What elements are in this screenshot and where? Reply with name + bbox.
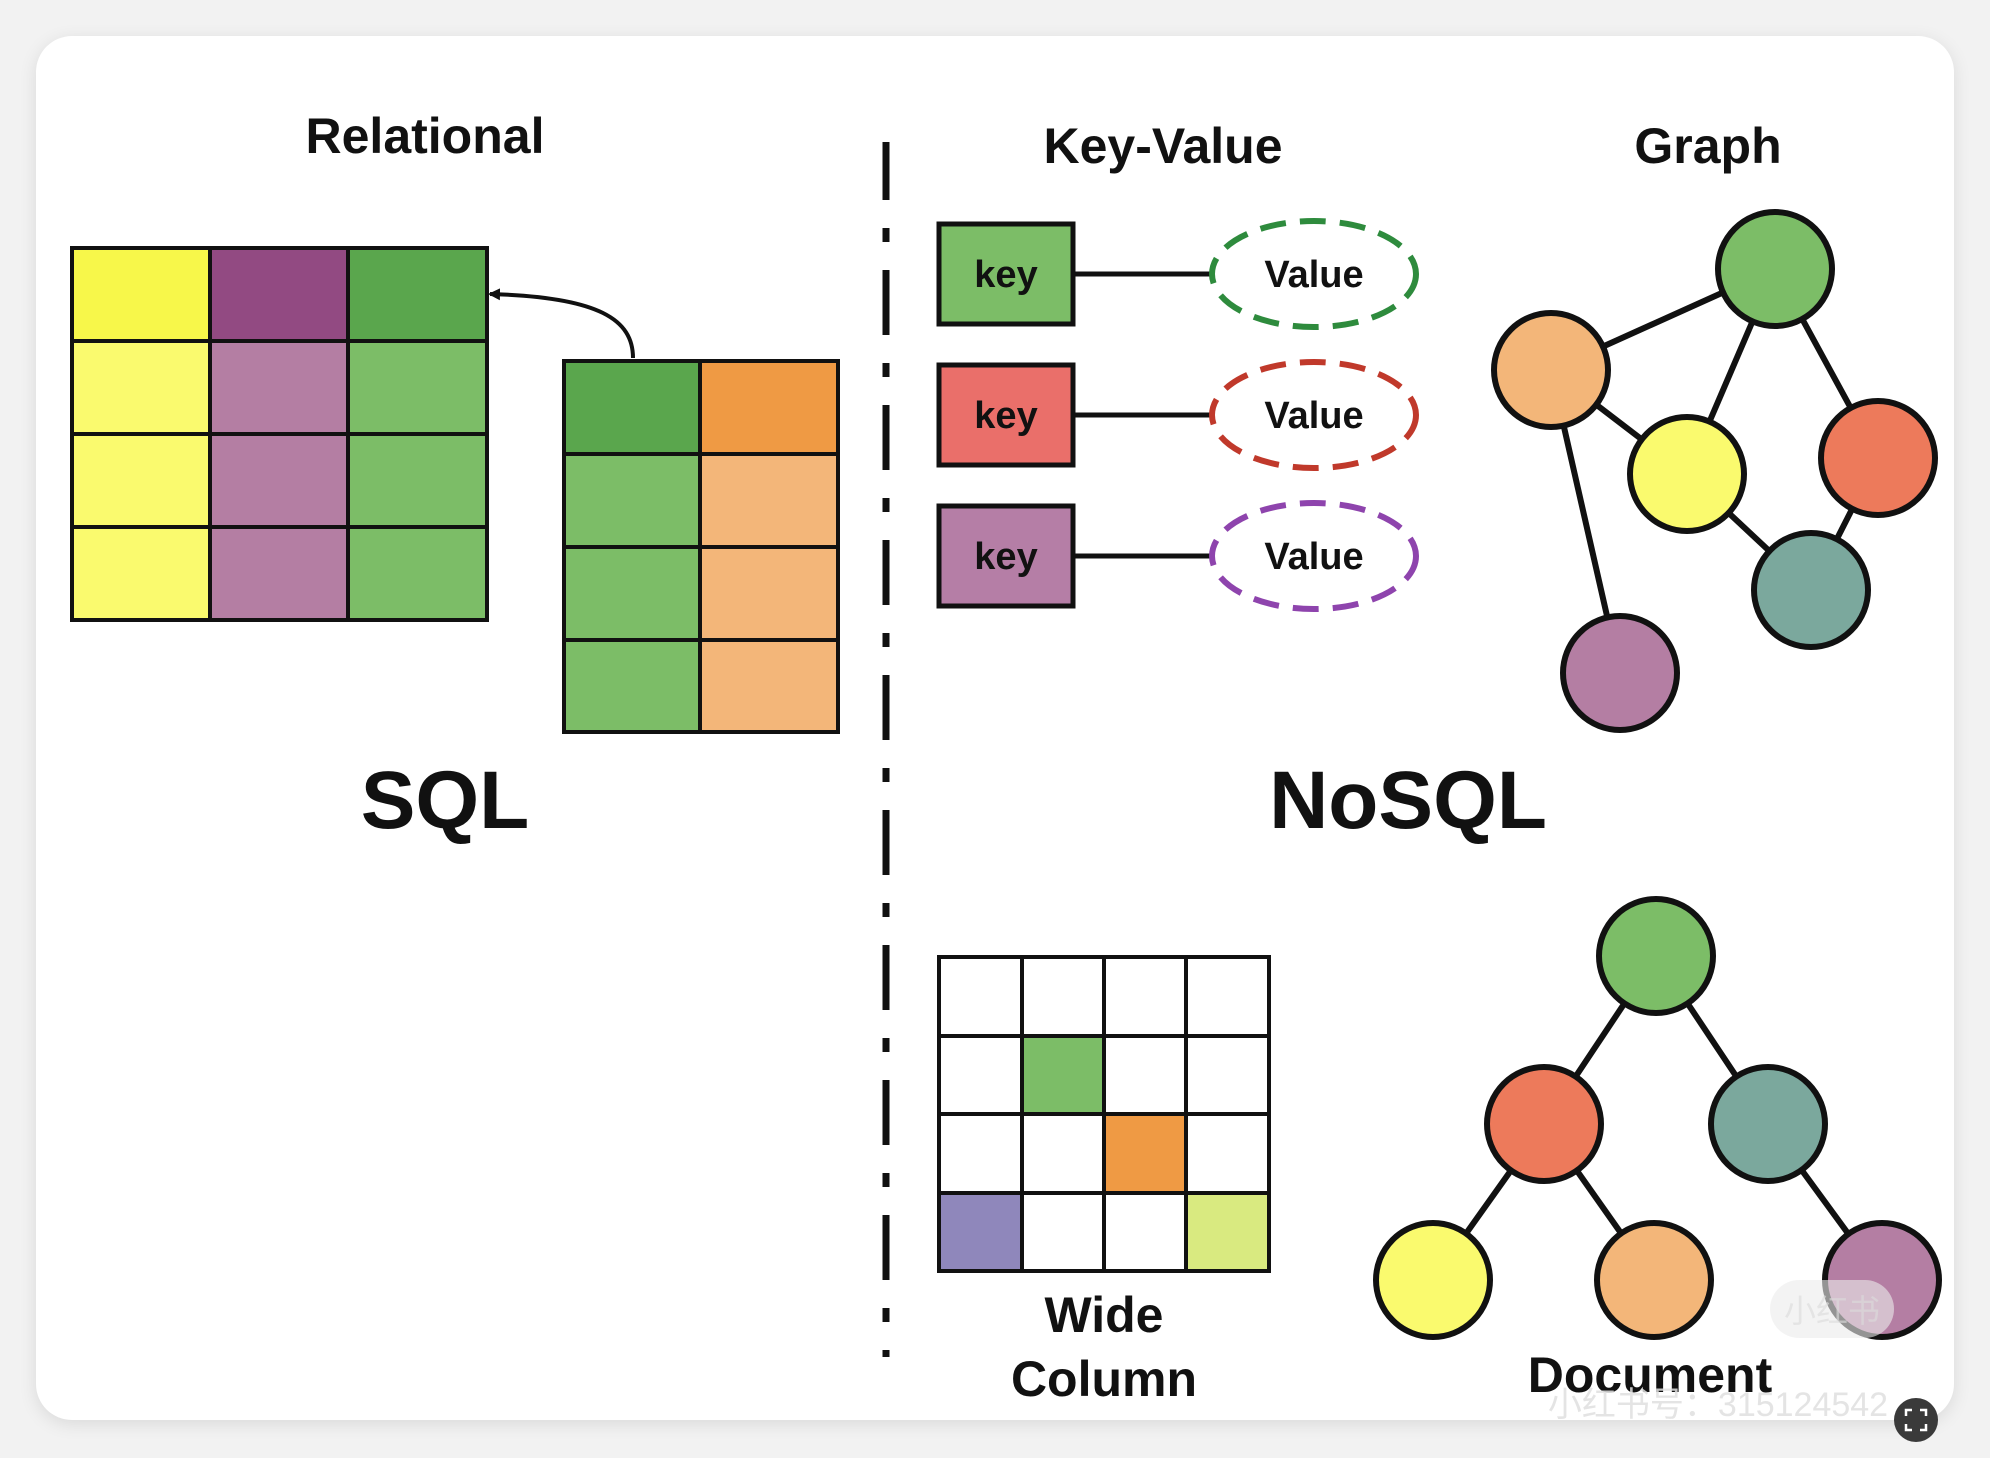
- graph-node: [1715, 209, 1835, 329]
- relational-table-main: [70, 246, 489, 622]
- key-value-label: Key-Value: [1043, 118, 1282, 174]
- expand-icon[interactable]: [1894, 1398, 1938, 1442]
- document-node: [1596, 896, 1716, 1016]
- key-box: [936, 362, 1076, 468]
- foreign-key-arrow: [488, 288, 635, 359]
- wide-column-label-line1: Wide: [1045, 1287, 1164, 1343]
- key-text: key: [974, 395, 1037, 437]
- document-nodes: [1373, 896, 1942, 1340]
- value-text: Value: [1264, 395, 1363, 437]
- graph-label: Graph: [1634, 118, 1781, 174]
- graph-node: [1560, 613, 1680, 733]
- value-ellipse: [1209, 500, 1419, 612]
- wide-column-label-line2: Column: [1011, 1351, 1197, 1407]
- graph-nodes: [1491, 209, 1938, 733]
- watermark-text: 小红书号：315124542: [1548, 1386, 1888, 1424]
- document-label: Document: [1528, 1347, 1773, 1403]
- key-value-pair: key Value: [936, 500, 1419, 612]
- watermark: 小红书 小红书号：315124542: [1548, 1280, 1894, 1424]
- document-node: [1594, 1220, 1714, 1340]
- key-value-pair: key Value: [936, 359, 1419, 471]
- nosql-label: NoSQL: [1269, 755, 1547, 846]
- key-text: key: [974, 536, 1037, 578]
- value-ellipse: [1209, 359, 1419, 471]
- document-node: [1708, 1064, 1828, 1184]
- relational-label: Relational: [306, 108, 545, 164]
- key-value-pair: key Value: [936, 218, 1419, 330]
- graph-node: [1751, 530, 1871, 650]
- value-text: Value: [1264, 536, 1363, 578]
- watermark-logo: 小红书: [1784, 1293, 1880, 1329]
- wide-column-grid: [937, 955, 1271, 1273]
- relational-table-foreign: [562, 359, 840, 734]
- graph-node: [1491, 310, 1611, 430]
- key-text: key: [974, 254, 1037, 296]
- value-ellipse: [1209, 218, 1419, 330]
- value-text: Value: [1264, 254, 1363, 296]
- sql-label: SQL: [361, 755, 530, 846]
- graph-node: [1818, 398, 1938, 518]
- document-node: [1373, 1220, 1493, 1340]
- document-node: [1484, 1064, 1604, 1184]
- graph-node: [1627, 414, 1747, 534]
